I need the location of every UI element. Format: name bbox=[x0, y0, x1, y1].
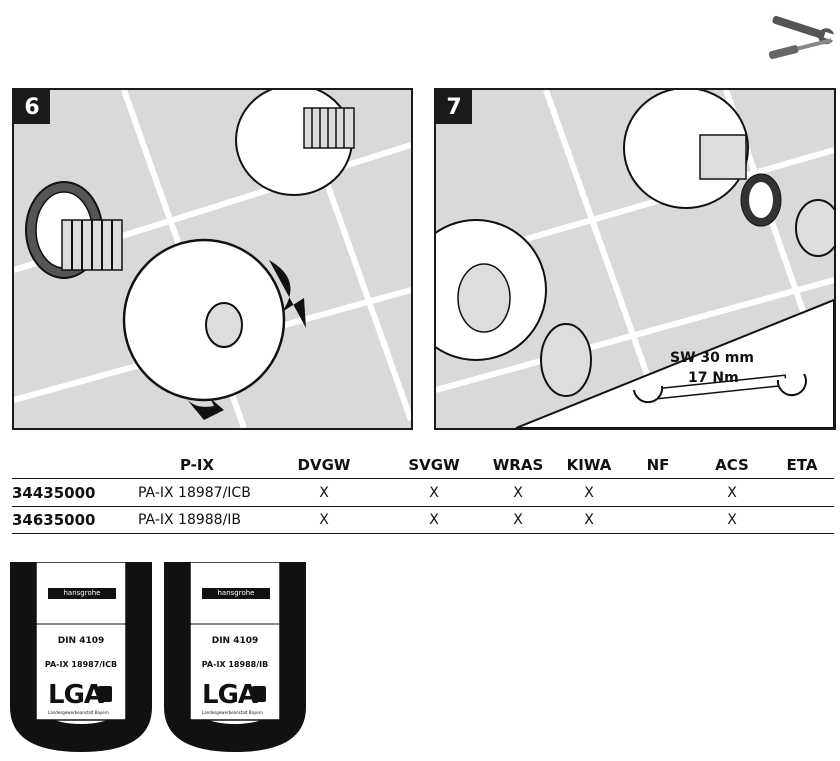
pix-code: PA-IX 18988/IB bbox=[138, 512, 242, 528]
header-wras: WRAS bbox=[492, 456, 544, 474]
table-rule bbox=[12, 478, 834, 479]
mark-nf bbox=[618, 480, 698, 506]
mark-wras: X bbox=[513, 512, 523, 528]
pix-certificate: PA-IX 18988/IB bbox=[201, 660, 269, 669]
table-rule bbox=[12, 506, 834, 507]
step-6-drawing bbox=[14, 90, 411, 428]
brand-logo: hansgrohe bbox=[48, 588, 116, 599]
pix-code: PA-IX 18987/ICB bbox=[138, 485, 251, 501]
wrench-screwdriver-icon bbox=[768, 15, 836, 59]
mark-wras: X bbox=[513, 485, 523, 501]
lga-logo-square bbox=[252, 686, 266, 702]
brand-logo: hansgrohe bbox=[202, 588, 270, 599]
mark-svgw: X bbox=[429, 512, 439, 528]
table-row: 34435000 PA-IX 18987/ICB X X X X X bbox=[12, 480, 834, 506]
table-row: 34635000 PA-IX 18988/IB X X X X X bbox=[12, 507, 834, 533]
header-acs: ACS bbox=[715, 456, 749, 474]
mark-svgw: X bbox=[429, 485, 439, 501]
mark-dvgw: X bbox=[319, 485, 329, 501]
step-6-illustration: 6 bbox=[12, 88, 413, 430]
lga-logo: LGA bbox=[202, 680, 258, 710]
step-7-number: 7 bbox=[436, 90, 472, 124]
mark-nf bbox=[618, 507, 698, 533]
step-7-drawing bbox=[436, 90, 834, 428]
step-6-number: 6 bbox=[14, 90, 50, 124]
mark-eta bbox=[762, 480, 840, 506]
wrench-size-callout: SW 30 mm bbox=[670, 350, 754, 366]
lga-caption: Landesgewerbeanstalt Bayern bbox=[48, 710, 109, 715]
torque-callout: 17 Nm bbox=[688, 370, 739, 386]
mark-acs: X bbox=[727, 512, 737, 528]
article-number: 34435000 bbox=[12, 484, 96, 502]
header-nf: NF bbox=[646, 456, 670, 474]
din-standard: DIN 4109 bbox=[211, 636, 259, 646]
din-standard: DIN 4109 bbox=[57, 636, 105, 646]
lga-logo-square bbox=[98, 686, 112, 702]
header-eta: ETA bbox=[786, 456, 818, 474]
mark-dvgw: X bbox=[319, 512, 329, 528]
header-kiwa: KIWA bbox=[566, 456, 612, 474]
lga-logo: LGA bbox=[48, 680, 104, 710]
step-7-illustration: 7 SW 30 mm 17 Nm bbox=[434, 88, 836, 430]
mark-acs: X bbox=[727, 485, 737, 501]
article-number: 34635000 bbox=[12, 511, 96, 529]
certification-label: hansgrohe DIN 4109 PA-IX 18988/IB LGA La… bbox=[164, 562, 306, 752]
certification-label: hansgrohe DIN 4109 PA-IX 18987/ICB LGA L… bbox=[10, 562, 152, 752]
pix-certificate: PA-IX 18987/ICB bbox=[44, 660, 118, 669]
table-rule bbox=[12, 533, 834, 534]
header-pix: P-IX bbox=[179, 456, 215, 474]
mark-kiwa: X bbox=[584, 485, 594, 501]
mark-eta bbox=[762, 507, 840, 533]
mark-kiwa: X bbox=[584, 512, 594, 528]
lga-caption: Landesgewerbeanstalt Bayern bbox=[202, 710, 263, 715]
header-dvgw: DVGW bbox=[297, 456, 351, 474]
table-header-row: P-IX DVGW SVGW WRAS KIWA NF ACS ETA bbox=[12, 452, 834, 478]
header-svgw: SVGW bbox=[408, 456, 460, 474]
